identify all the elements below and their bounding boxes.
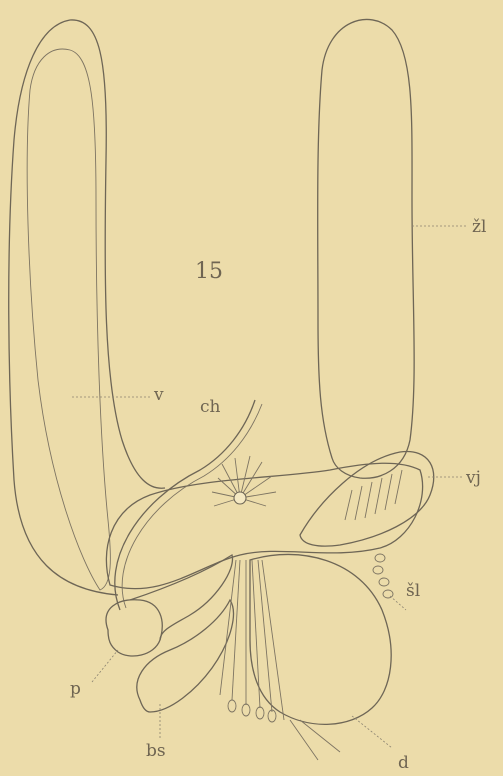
- organ-sl-follicles: [373, 554, 393, 598]
- duct-ch-inner: [122, 404, 262, 608]
- leader-d: [352, 716, 392, 748]
- label-v: v: [153, 385, 164, 405]
- label-bs: bs: [146, 741, 166, 761]
- organ-body: [106, 463, 422, 588]
- organ-p-lobe: [130, 555, 232, 640]
- label-sl: šl: [406, 581, 420, 601]
- figure-number: 15: [195, 259, 223, 284]
- organ-bs: [137, 600, 234, 712]
- organ-v-inner: [27, 49, 110, 590]
- lower-tubules: [220, 560, 340, 760]
- label-d: d: [398, 753, 409, 773]
- leader-p: [92, 650, 118, 682]
- organ-p: [106, 600, 162, 656]
- leader-sl: [390, 596, 406, 610]
- organ-zl: [318, 19, 414, 478]
- rosette-center: [234, 492, 246, 504]
- label-ch: ch: [200, 397, 221, 417]
- organ-vj: [300, 452, 434, 547]
- label-zl: žl: [472, 217, 486, 237]
- label-p: p: [70, 679, 81, 699]
- label-vj: vj: [465, 468, 481, 488]
